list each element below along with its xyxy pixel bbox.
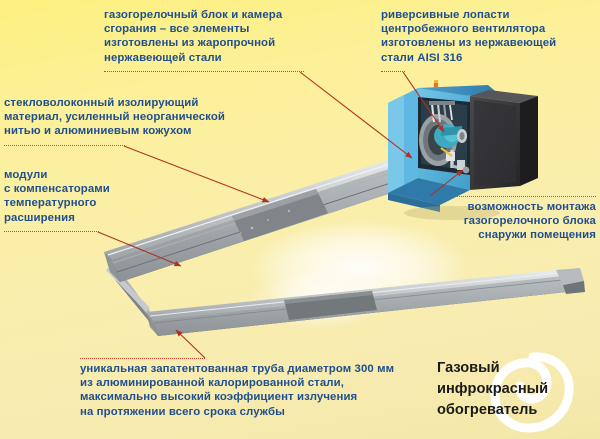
product-title: Газовый инфрокрасный обогреватель <box>437 360 549 418</box>
leader-fan-blades <box>402 71 445 133</box>
leader-tube <box>175 329 206 359</box>
callout-underline-fan-blades <box>381 71 405 72</box>
callout-underline-burner-unit <box>104 71 304 72</box>
callout-insulation: стекловолоконный изолирующий материал, у… <box>4 97 225 138</box>
callout-underline-tube <box>80 358 205 359</box>
callout-underline-modules <box>4 231 99 232</box>
tube-upper-leg <box>104 157 412 282</box>
callout-burner-unit: газогорелочный блок и камера сгорания – … <box>104 9 283 64</box>
callout-fan-blades: риверсивные лопасти центробежного вентил… <box>381 9 557 64</box>
burner-unit <box>388 80 538 212</box>
leader-lines <box>97 71 464 359</box>
title-swirl-decoration <box>490 352 574 433</box>
callout-tube: уникальная запатентованная труба диаметр… <box>80 363 395 418</box>
leader-insulation <box>123 145 270 203</box>
leader-outdoor-mounting <box>429 169 464 197</box>
leader-burner-unit <box>299 71 413 159</box>
leader-modules <box>97 231 182 267</box>
tube-lower-leg <box>146 268 585 336</box>
callout-underline-outdoor-mounting <box>429 196 596 197</box>
callout-underline-insulation <box>4 145 125 146</box>
callout-outdoor-mounting: возможность монтажа газогорелочного блок… <box>463 201 596 242</box>
callout-modules: модули с компенсаторами температурного р… <box>4 169 110 224</box>
